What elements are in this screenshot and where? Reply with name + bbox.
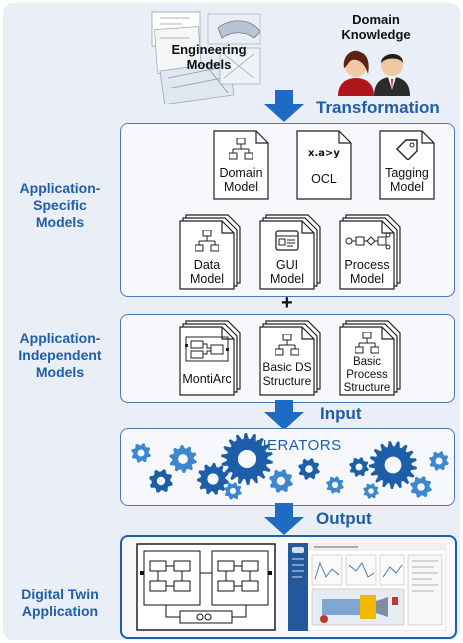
process-flow-icon xyxy=(345,232,391,250)
ocl-label: OCL xyxy=(311,172,337,186)
hierarchy-icon xyxy=(274,333,300,356)
ocl-expression: x.a>y xyxy=(308,148,340,159)
down-arrow-icon xyxy=(264,503,304,535)
application-independent-panel: MontiArc Basic DS Structure Ba xyxy=(120,314,455,403)
application-specific-panel: Domain Model x.a>y OCL Tagging Model xyxy=(120,123,455,297)
window-icon xyxy=(275,230,299,252)
application-independent-label: Application-Independent Models xyxy=(18,330,102,380)
digital-twin-label: Digital Twin Application xyxy=(21,586,99,619)
hierarchy-icon xyxy=(194,229,220,252)
architecture-diagram-image xyxy=(136,543,276,631)
people-icon xyxy=(330,46,416,96)
gui-model-document: GUI Model xyxy=(259,214,321,290)
down-arrow-icon xyxy=(264,400,304,430)
domain-model-label: Domain Model xyxy=(219,166,263,194)
gear-icon xyxy=(224,482,242,500)
gear-icon xyxy=(269,469,293,493)
digital-twin-panel xyxy=(120,535,457,639)
basic-process-structure-label: Basic Process Structure xyxy=(343,356,391,394)
engineering-models-label: Engineering Models xyxy=(171,42,247,72)
gear-icon xyxy=(197,463,229,495)
gears-icon xyxy=(121,429,454,505)
tagging-model-document: Tagging Model xyxy=(379,130,435,200)
application-screenshot xyxy=(287,542,447,632)
montiarc-document: MontiArc xyxy=(179,320,241,396)
basic-ds-structure-label: Basic DS Structure xyxy=(262,360,312,388)
domain-knowledge-label: Domain Knowledge xyxy=(341,12,411,42)
generators-panel: GENERATORS xyxy=(120,428,455,506)
tagging-model-label: Tagging Model xyxy=(385,166,429,194)
input-label: Input xyxy=(320,404,362,423)
ocl-document: x.a>y OCL xyxy=(296,130,352,200)
down-arrow-icon xyxy=(264,90,304,122)
transformation-label: Transformation xyxy=(316,98,440,117)
basic-ds-structure-document: Basic DS Structure xyxy=(259,320,321,396)
gear-icon xyxy=(363,483,379,499)
gear-icon xyxy=(349,457,369,477)
gear-icon xyxy=(169,445,197,473)
application-specific-label: Application-Specific Models xyxy=(19,180,101,230)
plus-sign: + xyxy=(281,292,293,314)
hierarchy-icon xyxy=(228,137,254,160)
gear-icon xyxy=(429,451,449,471)
engineering-models-image xyxy=(148,8,268,106)
process-model-label: Process Model xyxy=(344,258,390,286)
gui-model-label: GUI Model xyxy=(269,258,305,286)
gear-icon xyxy=(369,441,417,489)
montiarc-label: MontiArc xyxy=(182,372,232,386)
component-diagram-icon xyxy=(185,336,229,362)
hierarchy-icon xyxy=(354,331,380,354)
data-model-label: Data Model xyxy=(189,258,225,286)
process-model-document: Process Model xyxy=(339,214,401,290)
gear-icon xyxy=(221,433,273,485)
gear-icon xyxy=(298,458,320,480)
gear-icon xyxy=(326,476,344,494)
basic-process-structure-document: Basic Process Structure xyxy=(339,320,401,396)
gear-icon xyxy=(131,443,151,463)
generators-label: GENERATORS xyxy=(233,437,342,454)
output-label: Output xyxy=(316,509,372,528)
gear-icon xyxy=(410,476,432,498)
domain-model-document: Domain Model xyxy=(213,130,269,200)
tag-icon xyxy=(395,138,419,161)
data-model-document: Data Model xyxy=(179,214,241,290)
gear-icon xyxy=(149,469,173,493)
